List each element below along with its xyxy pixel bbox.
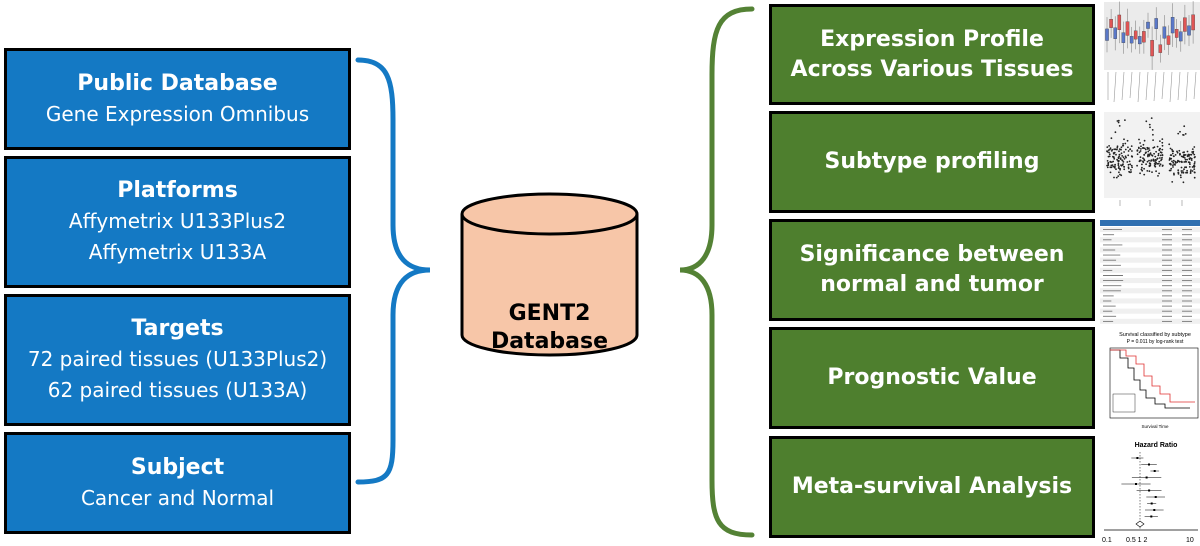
platforms-box: Platforms Affymetrix U133Plus2 Affymetri… bbox=[4, 156, 351, 288]
box-line: Affymetrix U133A bbox=[88, 240, 267, 264]
box-title: Platforms bbox=[117, 178, 238, 203]
subtype-profiling-box: Subtype profiling bbox=[769, 111, 1095, 213]
box-line: Prognostic Value bbox=[827, 365, 1037, 390]
hazard-tick-mid: 0.5 1 2 bbox=[1126, 537, 1148, 544]
subtype-scatter-thumbnail bbox=[1100, 108, 1200, 216]
box-line: 72 paired tissues (U133Plus2) bbox=[27, 347, 328, 371]
hazard-ratio-thumbnail: Hazard Ratio 0.1 0.5 1 2 10 bbox=[1100, 436, 1200, 546]
box-line: Meta-survival Analysis bbox=[791, 474, 1073, 499]
database-label-line2: Database bbox=[490, 329, 609, 354]
hazard-tick-high: 10 bbox=[1186, 537, 1194, 544]
box-title: Targets bbox=[131, 316, 224, 341]
box-line: Cancer and Normal bbox=[80, 485, 275, 510]
expression-profile-box: Expression Profile Across Various Tissue… bbox=[769, 4, 1095, 105]
box-line: Affymetrix U133Plus2 bbox=[68, 209, 287, 233]
public-database-box: Public Database Gene Expression Omnibus bbox=[4, 48, 351, 150]
database-label-line1: GENT2 bbox=[508, 301, 591, 326]
hazard-tick-low: 0.1 bbox=[1102, 537, 1112, 544]
box-line: Significance between bbox=[799, 242, 1065, 267]
left-brace bbox=[355, 57, 431, 485]
significance-table-thumbnail bbox=[1100, 218, 1200, 324]
box-line: 62 paired tissues (U133A) bbox=[47, 378, 308, 402]
box-line: Gene Expression Omnibus bbox=[45, 101, 310, 126]
meta-survival-box: Meta-survival Analysis bbox=[769, 436, 1095, 538]
expression-boxplot-thumbnail bbox=[1100, 0, 1200, 106]
box-line: Expression Profile bbox=[820, 26, 1044, 52]
hazard-title: Hazard Ratio bbox=[1135, 442, 1178, 449]
prognostic-value-box: Prognostic Value bbox=[769, 327, 1095, 429]
database-label: GENT2 Database bbox=[462, 300, 637, 356]
database-cylinder bbox=[460, 192, 639, 357]
targets-box: Targets 72 paired tissues (U133Plus2) 62… bbox=[4, 294, 351, 426]
box-title: Subject bbox=[130, 454, 225, 480]
box-line: Across Various Tissues bbox=[790, 56, 1074, 82]
survival-title: Survival classified by subtype bbox=[1119, 332, 1191, 338]
survival-curve-thumbnail: Survival classified by subtype P = 0.011… bbox=[1100, 328, 1200, 434]
survival-xlabel: Survival Time bbox=[1141, 424, 1169, 429]
box-line: normal and tumor bbox=[820, 272, 1044, 297]
survival-subtitle: P = 0.011 by log-rank test bbox=[1127, 339, 1184, 345]
subject-box: Subject Cancer and Normal bbox=[4, 432, 351, 534]
box-title: Public Database bbox=[77, 70, 278, 96]
box-line: Subtype profiling bbox=[824, 149, 1040, 174]
significance-box: Significance between normal and tumor bbox=[769, 219, 1095, 321]
right-brace bbox=[679, 6, 755, 538]
